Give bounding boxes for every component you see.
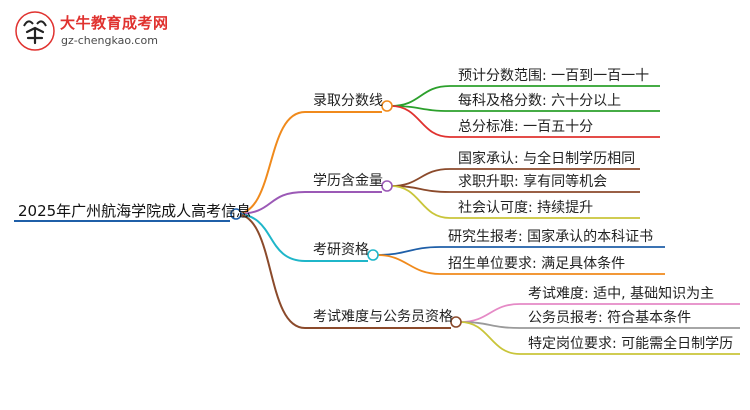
- branch-connector: [235, 191, 306, 215]
- leaf-connector: [376, 246, 441, 256]
- leaf-label: 总分标准: 一百五十分: [458, 119, 594, 135]
- branch-connector: [235, 213, 306, 329]
- branch-label: 学历含金量: [313, 173, 383, 189]
- logo-brand: 大牛教育成考网: [60, 14, 169, 32]
- leaf-label: 社会认可度: 持续提升: [458, 200, 594, 216]
- leaf-label: 研究生报考: 国家承认的本科证书: [448, 229, 654, 245]
- branch-node: [381, 100, 393, 112]
- branch-connector: [235, 111, 306, 215]
- bull-mascot-icon: [15, 11, 55, 51]
- branch-node: [450, 316, 462, 328]
- leaf-label: 公务员报考: 符合基本条件: [528, 310, 692, 326]
- leaf-connector: [390, 105, 451, 138]
- leaf-label: 招生单位要求: 满足具体条件: [448, 256, 626, 272]
- leaf-label: 考试难度: 适中, 基础知识为主: [528, 286, 715, 302]
- branch-label: 录取分数线: [313, 93, 383, 109]
- branch-connector: [235, 213, 306, 262]
- branch-node: [381, 180, 393, 192]
- leaf-connector: [390, 168, 451, 187]
- leaf-label: 预计分数范围: 一百到一百一十: [458, 68, 650, 84]
- root-topic: 2025年广州航海学院成人高考信息: [18, 202, 252, 220]
- leaf-connector: [459, 303, 521, 323]
- leaf-label: 国家承认: 与全日制学历相同: [458, 151, 636, 167]
- leaf-connector: [459, 321, 521, 355]
- branch-label: 考试难度与公务员资格: [313, 309, 453, 325]
- leaf-connector: [390, 185, 451, 219]
- leaf-connector: [390, 85, 451, 107]
- leaf-label: 求职升职: 享有同等机会: [458, 174, 608, 190]
- logo-url: gz-chengkao.com: [61, 34, 158, 47]
- leaf-label: 特定岗位要求: 可能需全日制学历: [528, 336, 734, 352]
- leaf-label: 每科及格分数: 六十分以上: [458, 93, 622, 109]
- branch-label: 考研资格: [313, 242, 369, 258]
- site-logo: 大牛教育成考网 gz-chengkao.com: [14, 8, 174, 54]
- branch-node: [367, 249, 379, 261]
- root-node: [230, 208, 242, 220]
- leaf-connector: [376, 254, 441, 275]
